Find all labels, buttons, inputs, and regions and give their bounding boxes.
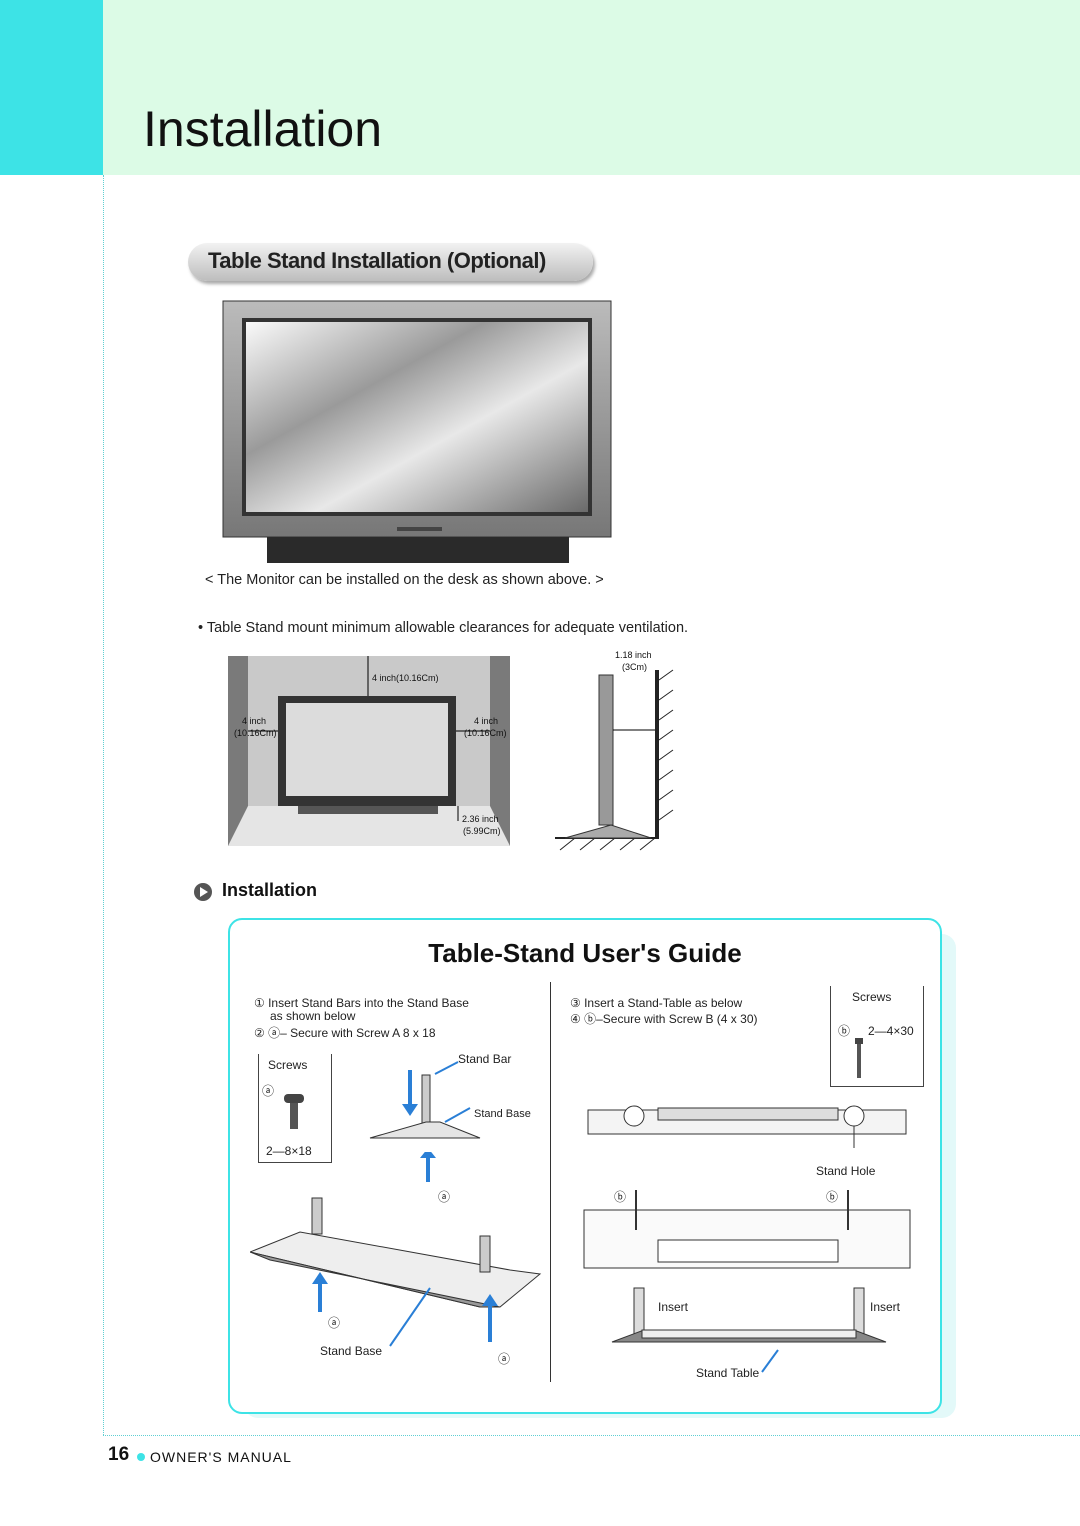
bottom-guide-line: [103, 1435, 1080, 1436]
section-heading-pill: Table Stand Installation (Optional): [188, 243, 593, 281]
screw-a-box: [258, 1054, 332, 1163]
step-4: ④ ⓑ–Secure with Screw B (4 x 30): [570, 1012, 758, 1026]
screw-b-box: [830, 986, 924, 1087]
clearance-top-label: 4 inch(10.16Cm): [372, 673, 439, 683]
header-tab: [0, 0, 103, 175]
mark-b-2: ⓑ: [826, 1190, 839, 1204]
mark-b-1: ⓑ: [614, 1190, 627, 1204]
screws-label-a: Screws: [266, 1058, 310, 1072]
owners-manual-label: OWNER'S MANUAL: [150, 1449, 292, 1465]
mark-a-3: ⓐ: [498, 1352, 511, 1366]
section-heading: Table Stand Installation (Optional): [208, 248, 546, 273]
clearance-left-cm: (10.16Cm): [234, 728, 277, 738]
rear-panel-illustration: [587, 1105, 907, 1148]
screw-a-icon: [284, 1094, 304, 1129]
stand-table-label: Stand Table: [696, 1366, 760, 1380]
clearance-note-text: Table Stand mount minimum allowable clea…: [206, 620, 689, 636]
guide-box: Table-Stand User's Guide ① Insert Stand …: [228, 918, 942, 1414]
mark-a-2: ⓐ: [328, 1316, 341, 1330]
play-bullet-icon: [194, 883, 212, 901]
guide-divider: [550, 982, 551, 1382]
monitor-front-illustration: [222, 300, 612, 563]
clearance-bottom-cm: (5.99Cm): [463, 826, 501, 836]
screw-a-spec: 2—8×18: [266, 1144, 312, 1158]
page-number: 16: [108, 1444, 130, 1465]
stand-table-illustration: [583, 1190, 911, 1373]
stand-base-label-2: Stand Base: [320, 1344, 383, 1358]
clearance-side-cm: (3Cm): [622, 662, 647, 672]
left-guide-line: [103, 175, 104, 1435]
clearance-bottom-in: 2.36 inch: [462, 814, 499, 824]
page-title: Installation: [143, 101, 383, 157]
stand-base-large-illustration: [250, 1152, 542, 1347]
clearance-left-in: 4 inch: [242, 716, 267, 726]
header-band: [0, 0, 1080, 175]
clearance-side-diagram: [555, 669, 674, 851]
stand-bar-base-illustration: [369, 1061, 481, 1139]
guide-title: Table-Stand User's Guide: [428, 938, 742, 968]
stand-bar-label: Stand Bar: [458, 1052, 512, 1066]
insert-label-right: Insert: [870, 1300, 901, 1314]
monitor-desk-caption: < The Monitor can be installed on the de…: [205, 572, 604, 588]
screw-b-mark: ⓑ: [838, 1024, 851, 1038]
screw-b-spec: 2—4×30: [868, 1024, 914, 1038]
screws-label-b: Screws: [850, 990, 894, 1004]
step-1-cont: as shown below: [270, 1009, 356, 1023]
clearance-right-cm: (10.16Cm): [464, 728, 507, 738]
mark-a-1: ⓐ: [438, 1190, 451, 1204]
step-1: ① Insert Stand Bars into the Stand Base: [254, 996, 469, 1010]
installation-subheading: Installation: [222, 880, 318, 900]
insert-label-left: Insert: [658, 1300, 689, 1314]
stand-hole-label: Stand Hole: [816, 1164, 876, 1178]
stand-base-label: Stand Base: [474, 1108, 531, 1120]
clearance-front-diagram: [228, 656, 510, 846]
step-2: ② ⓐ– Secure with Screw A 8 x 18: [254, 1026, 436, 1040]
clearance-note: • Table Stand mount minimum allowable cl…: [198, 620, 689, 636]
clearance-side-in: 1.18 inch: [615, 650, 652, 660]
screw-a-mark: ⓐ: [262, 1084, 275, 1098]
footer-dot-icon: [137, 1453, 145, 1461]
screw-b-icon: [855, 1038, 863, 1078]
clearance-right-in: 4 inch: [474, 716, 499, 726]
step-3: ③ Insert a Stand-Table as below: [570, 996, 743, 1010]
